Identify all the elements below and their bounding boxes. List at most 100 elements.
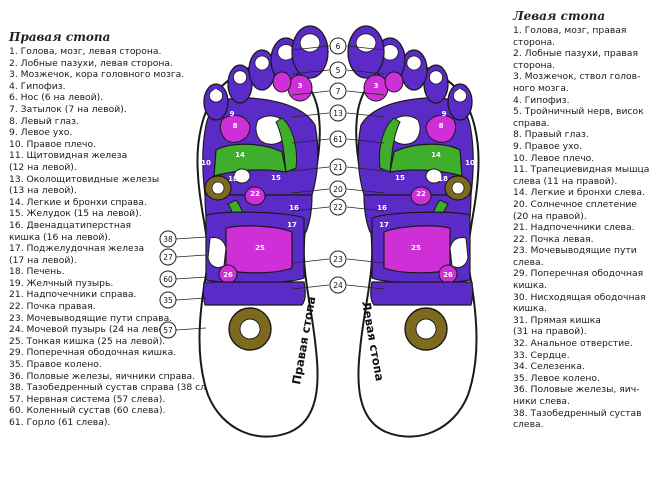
leader-line [291, 258, 330, 264]
center-zone-number: 5 [336, 66, 341, 75]
right-foot-legend-item: 9. Левое ухо. [9, 127, 73, 139]
leader-line [291, 284, 330, 290]
side-zone-number: 35 [163, 296, 173, 305]
left-foot-colon-zone [449, 237, 469, 269]
leader-line [346, 188, 385, 194]
right-foot-toe-sinus-3 [254, 55, 270, 71]
leader-line [291, 112, 330, 118]
left-foot-legend-item: 23. Мочевыводящие пути [513, 245, 637, 257]
center-zone-circle [329, 250, 347, 268]
zone-number: 1 [458, 88, 463, 96]
leader-line [291, 69, 330, 75]
left-foot-throat-zone [379, 117, 401, 173]
side-zone-circle [159, 321, 177, 339]
zone-number: 16 [289, 204, 299, 212]
center-zone-number: 13 [333, 109, 343, 118]
zone-number: 26 [223, 271, 233, 279]
right-foot-small-intestine-zone [225, 225, 293, 274]
right-foot-legend-item: 7. Затылок (7 на левой). [9, 103, 127, 115]
right-foot-legend-item: (17 на левой). [9, 254, 77, 266]
right-foot-pelvis-band [202, 281, 306, 306]
leader-line [175, 327, 207, 331]
right-foot-colon-zone [207, 237, 227, 269]
zone-number: 8 [233, 122, 238, 130]
zone-number: 2 [434, 72, 439, 80]
zone-number: 16 [377, 204, 387, 212]
right-foot-legend-item: 1. Голова, мозг, левая сторона. [9, 46, 162, 57]
right-foot-legend-item: 35. Правое колено. [9, 359, 102, 371]
zone-number: 3 [374, 82, 379, 90]
left-foot-legend-item: 5. Тройничный нерв, висок [513, 106, 644, 118]
zone-number: 14 [431, 151, 441, 159]
side-zone-circle [159, 230, 177, 248]
side-zone-number: 38 [163, 235, 173, 244]
leader-line [175, 276, 207, 280]
right-foot-legend-item: 2. Лобные пазухи, левая сторона. [9, 57, 173, 69]
right-foot-legend-item: 13. Околощитовидные железы [9, 173, 160, 185]
right-foot-legend-item: 4. Гипофиз. [9, 80, 66, 92]
right-foot-kidney-zone [244, 186, 266, 206]
left-foot-toe-sinus-2 [429, 70, 444, 85]
left-foot-legend-item: слева. [513, 256, 544, 268]
right-foot-legend-item: 21. Надпочечники справа. [9, 289, 137, 301]
right-foot-toe-core [272, 71, 292, 93]
left-foot-legend-item: 11. Трапециевидная мышца [513, 164, 650, 176]
leader-line [291, 138, 330, 144]
zone-number: 25 [255, 244, 265, 252]
left-foot-legend-item: 29. Поперечная ободочная [513, 268, 644, 280]
leader-line [175, 297, 207, 301]
zone-number: 14 [235, 151, 245, 159]
right-foot-gonads-core [239, 318, 261, 340]
zone-number: 19 [237, 170, 247, 178]
right-foot-gallbladder-zone [233, 168, 251, 184]
left-foot-legend-title: Левая стопа [513, 9, 606, 23]
left-foot-legend-item: 33. Сердце. [513, 349, 570, 361]
left-foot-gallbladder-zone [425, 168, 443, 184]
left-foot-liver-core [451, 181, 465, 195]
right-foot-legend-item: 18. Печень. [9, 266, 65, 278]
leader-line [291, 188, 330, 194]
leader-line [346, 112, 385, 118]
right-foot-legend-item: 24. Мочевой пузырь (24 на левой). [9, 324, 177, 336]
left-foot-legend-item: 38. Тазобедренный сустав [513, 407, 642, 419]
center-zone-circle [329, 158, 347, 176]
center-zone-number: 7 [336, 87, 341, 96]
center-zone-circle [329, 276, 347, 294]
right-foot-legend-item: 61. Горло (61 слева). [9, 417, 111, 428]
left-foot-legend-item: ного мозга. [513, 82, 569, 94]
zone-number: 25 [411, 244, 421, 252]
zone-number: 15 [271, 174, 281, 182]
left-foot-legend-item: 22. Почка левая. [513, 233, 594, 245]
left-foot-gonads-core [415, 318, 437, 340]
leader-line [346, 258, 385, 264]
right-foot-legend-item: 60. Коленный сустав (60 слева). [9, 405, 166, 417]
leader-line [346, 284, 385, 290]
right-foot-legend-item: 16. Двенадцатиперстная [9, 219, 132, 231]
left-foot-toe-sinus-3 [406, 55, 422, 71]
left-foot-toe-core [384, 71, 404, 93]
zone-number: 22 [250, 190, 260, 198]
left-foot-kidney-zone [410, 186, 432, 206]
center-zone-circle [329, 130, 347, 148]
left-foot-legend-item: 30. Нисходящая ободочная [513, 291, 646, 303]
side-zone-circle [159, 291, 177, 309]
left-foot-legend-item: 14. Легкие и бронхи слева. [513, 187, 645, 199]
right-foot-legend-item: 15. Желудок (15 на левой). [9, 208, 142, 220]
center-zone-number: 61 [333, 135, 343, 144]
right-foot-legend-item: 57. Нервная система (57 слева). [9, 393, 166, 405]
zone-number: 10 [201, 159, 211, 167]
left-foot-map [347, 25, 480, 438]
zone-number: 3 [308, 38, 313, 46]
right-foot-eye-ear-zone [219, 114, 251, 143]
center-zone-number: 22 [333, 203, 343, 212]
right-foot-legend-items: 1. Голова, мозг, левая сторона.2. Лобные… [9, 46, 229, 429]
right-foot-legend-item: 14. Легкие и бронхи справа. [9, 196, 147, 208]
right-foot-throat-zone [275, 117, 297, 173]
right-foot-legend-item: 19. Желчный пузырь. [9, 277, 114, 289]
zone-number: 9 [230, 110, 235, 118]
right-foot-legend-title: Правая стопа [9, 30, 111, 44]
